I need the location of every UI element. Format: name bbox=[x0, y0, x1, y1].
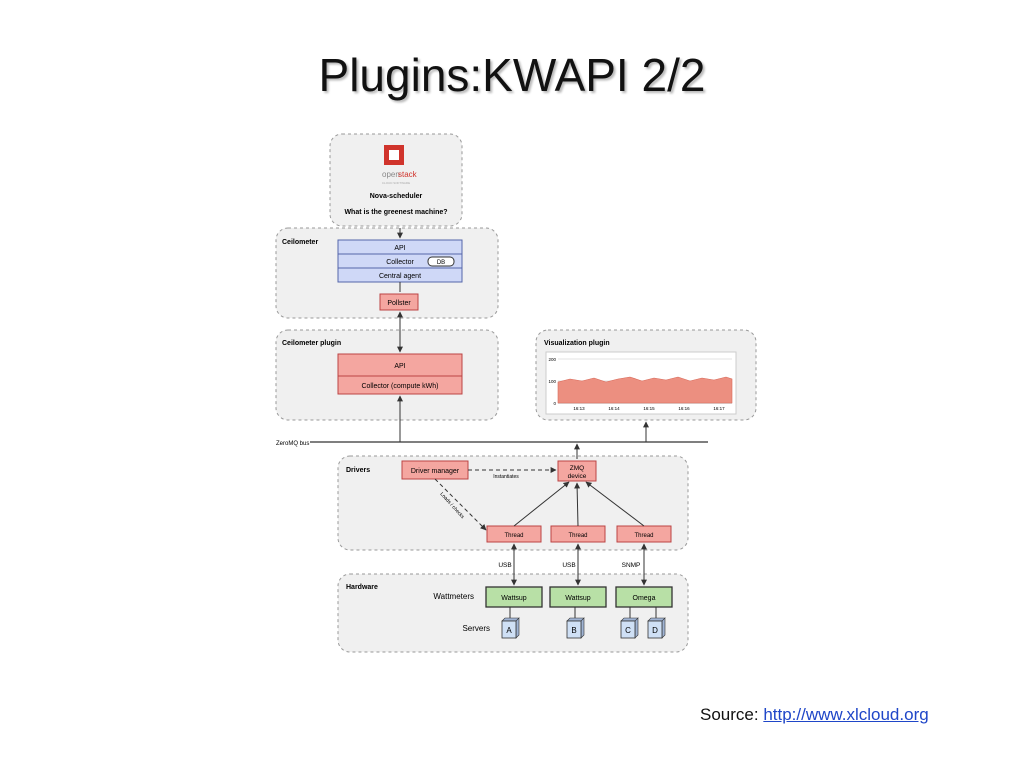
hardware-group: Hardware Wattmeters Servers Wattsup Watt… bbox=[337, 573, 689, 653]
openstack-group: open stack CLOUD SOFTWARE Nova-scheduler… bbox=[329, 133, 463, 227]
plugin-collector-label: Collector (compute kWh) bbox=[361, 383, 438, 390]
hardware-label: Hardware bbox=[346, 584, 378, 591]
usb-link-label-1: USB bbox=[498, 562, 511, 569]
wattmeters-label: Wattmeters bbox=[433, 592, 474, 601]
server-a-label: A bbox=[506, 626, 512, 635]
chart-y-tick: 100 bbox=[548, 379, 556, 384]
wattmeter-label-1: Wattsup bbox=[501, 595, 527, 602]
kwapi-architecture-diagram: open stack CLOUD SOFTWARE Nova-scheduler… bbox=[275, 133, 757, 653]
ceilometer-plugin-group: Ceilometer plugin API Collector (compute… bbox=[275, 329, 499, 421]
chart-y-tick: 0 bbox=[553, 401, 556, 406]
central-agent-label: Central agent bbox=[379, 273, 421, 280]
server-b-icon: B bbox=[566, 617, 585, 639]
arrow-thread3-zmq bbox=[585, 481, 645, 527]
thread-label-2: Thread bbox=[568, 533, 587, 539]
pollster-box bbox=[379, 293, 419, 311]
nova-scheduler-label: Nova-scheduler bbox=[370, 193, 423, 200]
arrow-thread1-zmq bbox=[513, 481, 570, 527]
logo-stack-text: stack bbox=[398, 170, 418, 179]
plugin-collector-box bbox=[337, 375, 463, 395]
arrow-loads-checks bbox=[434, 478, 487, 531]
openstack-logo: open stack CLOUD SOFTWARE bbox=[382, 145, 418, 185]
server-c-icon: C bbox=[620, 617, 639, 639]
server-d-label: D bbox=[652, 626, 658, 635]
greenest-question: What is the greenest machine? bbox=[344, 209, 447, 216]
chart-x-tick: 16:15 bbox=[643, 406, 655, 411]
servers-label: Servers bbox=[462, 624, 490, 633]
chart-x-tick: 16:14 bbox=[608, 406, 620, 411]
plugin-api-label: API bbox=[394, 363, 405, 370]
slide-title: Plugins:KWAPI 2/2 bbox=[318, 49, 706, 101]
logo-open-text: open bbox=[382, 170, 400, 179]
connectors bbox=[397, 228, 657, 618]
driver-manager-label: Driver manager bbox=[411, 468, 460, 475]
db-label: DB bbox=[437, 260, 445, 266]
wattmeter-label-2: Wattsup bbox=[565, 595, 591, 602]
ceilometer-plugin-label: Ceilometer plugin bbox=[282, 340, 341, 347]
snmp-link-label: SNMP bbox=[622, 562, 641, 569]
wattmeter-box-3 bbox=[615, 586, 673, 608]
zeromq-bus: ZeroMQ bus bbox=[276, 441, 708, 447]
server-d-icon: D bbox=[647, 617, 666, 639]
ceilometer-collector-label: Collector bbox=[386, 259, 414, 266]
wattmeter-box-2 bbox=[549, 586, 607, 608]
db-cylinder-icon bbox=[427, 256, 455, 267]
power-area bbox=[557, 376, 733, 404]
pollster-label: Pollster bbox=[387, 300, 411, 307]
instantiates-label: Instantiates bbox=[493, 474, 519, 480]
zmq-device-box bbox=[557, 460, 597, 482]
chart-x-tick: 16:16 bbox=[678, 406, 690, 411]
ceilometer-api-label: API bbox=[394, 245, 405, 252]
drivers-label: Drivers bbox=[346, 467, 370, 474]
thread-label-1: Thread bbox=[504, 533, 523, 539]
source-label: Source: bbox=[700, 705, 759, 724]
source-citation: Source: http://www.xlcloud.org bbox=[700, 705, 929, 725]
server-a-icon: A bbox=[501, 617, 520, 639]
ceilometer-group: Ceilometer API Collector DB Central agen… bbox=[275, 227, 499, 319]
chart-x-tick: 16:17 bbox=[713, 406, 725, 411]
server-c-label: C bbox=[625, 626, 631, 635]
ceilometer-label: Ceilometer bbox=[282, 239, 318, 246]
zmq-label: ZMQ bbox=[570, 465, 584, 472]
visualization-plugin-label: Visualization plugin bbox=[544, 340, 610, 347]
visualization-plugin-group: Visualization plugin 200 100 0 16:13 16:… bbox=[535, 329, 757, 421]
usb-link-label-2: USB bbox=[562, 562, 575, 569]
server-b-label: B bbox=[571, 626, 576, 635]
wattmeter-label-3: Omega bbox=[633, 595, 656, 602]
drivers-group: Drivers Driver manager ZMQ device Instan… bbox=[337, 455, 689, 551]
zmq-device-label: device bbox=[568, 473, 587, 480]
chart-y-tick: 200 bbox=[548, 357, 556, 362]
arrow-thread2-zmq bbox=[574, 482, 581, 527]
logo-tagline: CLOUD SOFTWARE bbox=[382, 181, 410, 185]
zeromq-bus-label: ZeroMQ bus bbox=[276, 441, 309, 447]
thread-label-3: Thread bbox=[634, 533, 653, 539]
wattmeter-box-1 bbox=[485, 586, 543, 608]
source-link[interactable]: http://www.xlcloud.org bbox=[763, 705, 929, 724]
chart-x-tick: 16:13 bbox=[573, 406, 585, 411]
